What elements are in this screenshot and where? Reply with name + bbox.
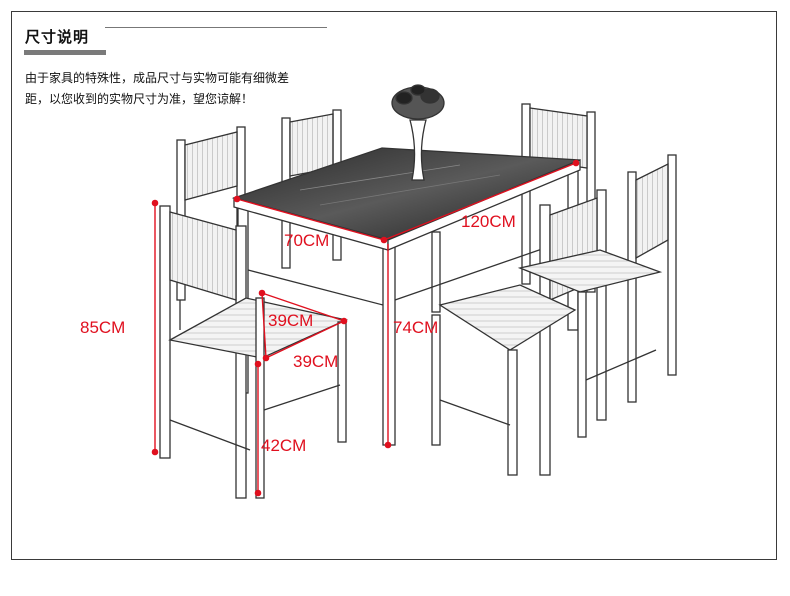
table-height-label: 74CM: [393, 318, 439, 337]
seat-height-label: 42CM: [261, 436, 307, 455]
dimension-lines: [151, 159, 580, 497]
diagram-frame: [11, 11, 777, 560]
section-title: 尺寸说明: [25, 28, 90, 46]
table-length-line: [383, 162, 577, 241]
seat-depth-line: [261, 292, 345, 322]
table-top: [231, 147, 581, 251]
chair-front-right: [431, 189, 607, 476]
line-art: [159, 84, 677, 499]
disclaimer-line-1: 由于家具的特殊性，成品尺寸与实物可能有细微差: [25, 71, 290, 85]
vase-with-flowers: [391, 84, 445, 181]
table-length-label: 120CM: [461, 212, 516, 231]
seat-width-label: 39CM: [293, 352, 339, 371]
table-width-label: 70CM: [284, 231, 330, 250]
table-width-line: [236, 198, 385, 241]
seat-depth-label: 39CM: [268, 311, 314, 330]
chair-far-right: [517, 154, 677, 438]
seat-width-line: [265, 320, 345, 359]
chair-height-label: 85CM: [80, 318, 126, 337]
disclaimer-line-2: 距，以您收到的实物尺寸为准，望您谅解！: [25, 92, 254, 106]
title-underline-bar: [24, 50, 106, 55]
chair-front-left: [159, 205, 349, 499]
title-rule: [105, 27, 327, 28]
